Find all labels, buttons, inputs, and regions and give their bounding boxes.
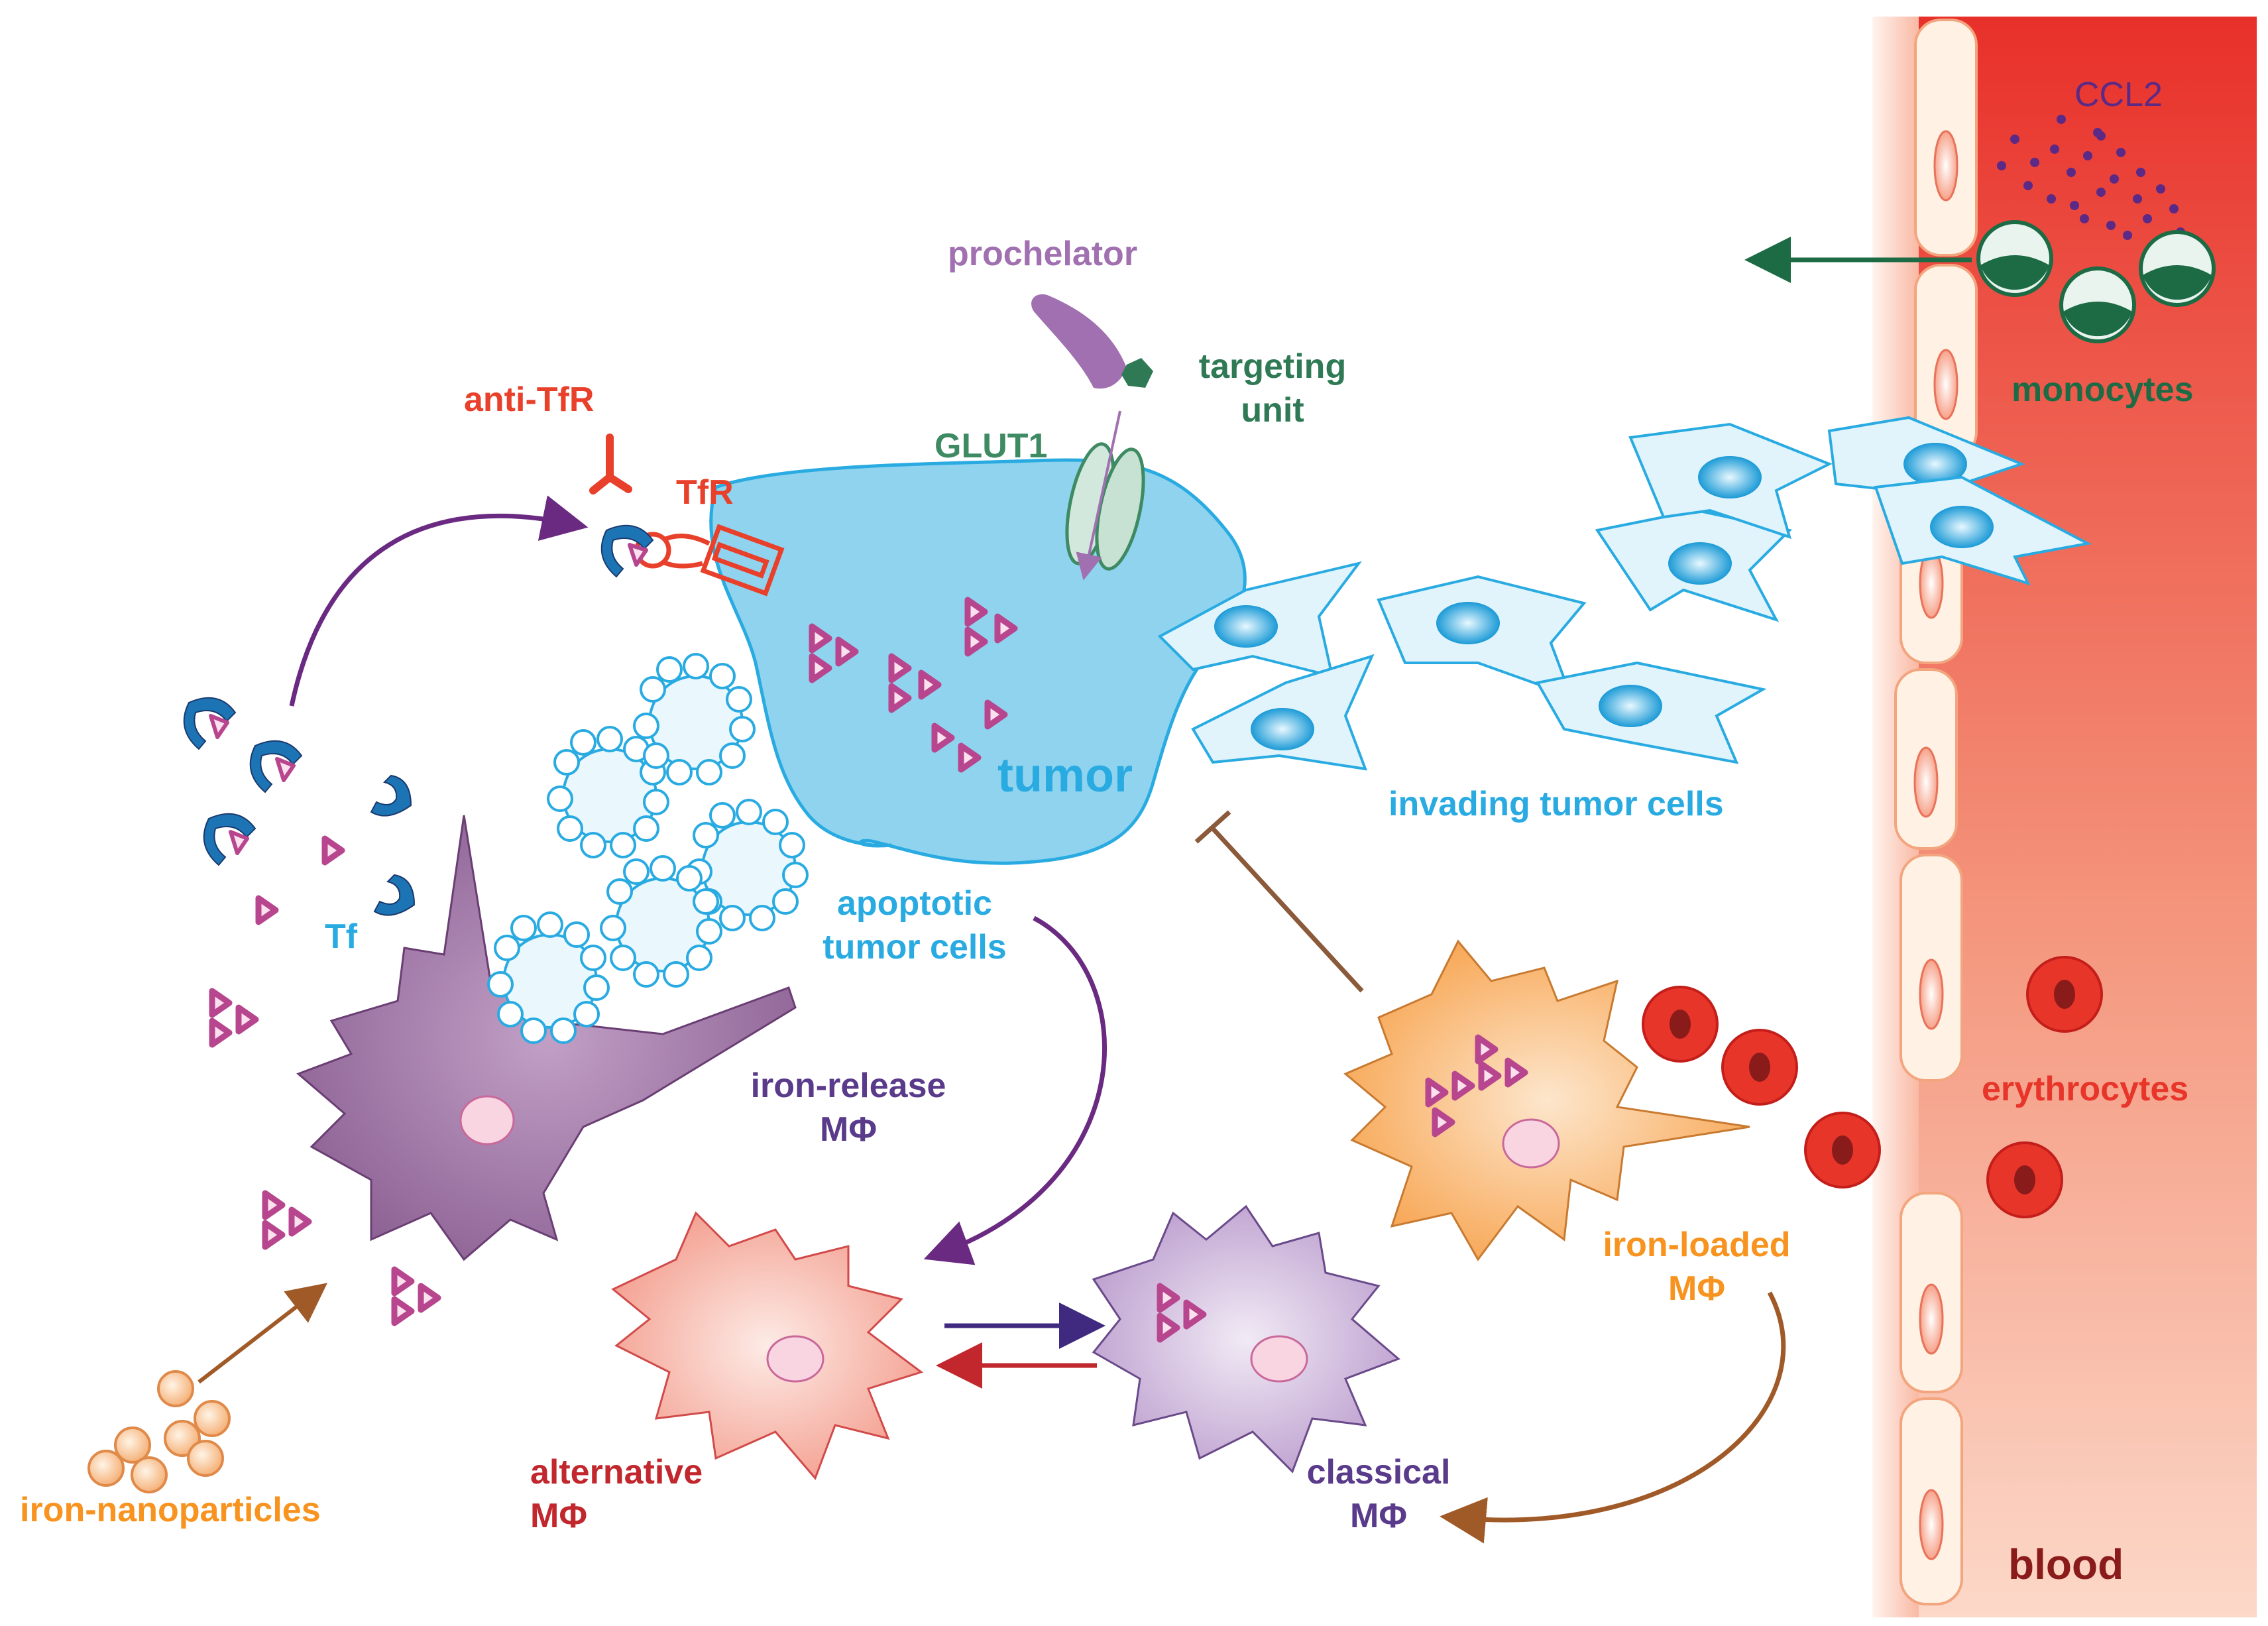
iron-loaded-label-line2: MΦ: [1668, 1269, 1725, 1308]
apo-transferrin: [370, 774, 412, 817]
alternative-nucleus: [766, 1335, 824, 1383]
iron-release-nucleus: [459, 1095, 515, 1145]
ccl2-chemokine-dots: [1997, 115, 2185, 240]
iron-loaded-label-line1: iron-loaded: [1603, 1226, 1791, 1264]
invading-tumor-cells-label: invading tumor cells: [1389, 785, 1724, 823]
alternative-label-line2: MΦ: [530, 1497, 587, 1535]
transferrin-molecules: [183, 697, 416, 916]
tfr-label: TfR: [676, 473, 734, 512]
apoptotic-cell: [686, 799, 809, 931]
classical-label-line1: classical: [1306, 1453, 1451, 1491]
tumor-cell-body: [709, 458, 1247, 865]
invading-tumor-cell: [1874, 475, 2092, 586]
invading-tumor-cell: [1377, 575, 1587, 699]
efferocytosis-arrow: [923, 915, 1107, 1265]
targeting-unit-label-line1: targeting: [1198, 347, 1347, 386]
erythrocytes-group: [1642, 956, 2103, 1218]
apoptotic-cell: [633, 653, 756, 785]
iron-loaded-to-classical-arrow: [1440, 1291, 1786, 1544]
transferrin-uptake-arrow: [289, 495, 589, 707]
apoptotic-cell: [600, 855, 722, 988]
iron-nanoparticles-group: [87, 1370, 231, 1493]
transferrin-iron-bound: [203, 813, 256, 866]
prochelator-label: prochelator: [948, 235, 1138, 273]
invading-tumor-cell: [1628, 422, 1833, 540]
iron-nanoparticles-label: iron-nanoparticles: [20, 1491, 321, 1529]
monocytes-label: monocytes: [2012, 371, 2194, 409]
invading-tumor-cell: [1191, 654, 1375, 771]
apoptotic-tumor-cells: [487, 653, 809, 1044]
transferrin-iron-bound: [183, 697, 237, 750]
erythrocyte: [1804, 1112, 1881, 1189]
iron-particles-iron-loaded: [1425, 1034, 1528, 1137]
invading-tumor-cells: [1157, 416, 2092, 771]
classical-label-line2: MΦ: [1350, 1497, 1407, 1535]
invading-tumor-cell: [1535, 661, 1767, 764]
apoptotic-label-line2: tumor cells: [822, 928, 1007, 966]
classical-nucleus: [1250, 1335, 1308, 1383]
iron-release-label-line1: iron-release: [750, 1067, 946, 1105]
transferrin-on-receptor: [600, 524, 654, 578]
apoptotic-cell: [487, 911, 610, 1044]
monocyte: [1976, 220, 2053, 297]
monocytes-cluster: [1976, 220, 2216, 343]
erythrocytes-label: erythrocytes: [1982, 1070, 2189, 1108]
iron-particles-classical: [1157, 1283, 1207, 1343]
erythrocyte: [1721, 1029, 1798, 1106]
iron-particles-free: [209, 835, 441, 1326]
transferrin-iron-bound: [249, 740, 303, 793]
inhibition-line: [1194, 810, 1364, 993]
classical-macrophage: [1092, 1204, 1400, 1474]
alternative-label-line1: alternative: [530, 1453, 703, 1491]
erythrocyte: [1642, 986, 1719, 1063]
tf-label: Tf: [325, 917, 358, 956]
alternative-macrophage: [611, 1211, 924, 1480]
iron-release-macrophage: [296, 815, 797, 1261]
apoptotic-label-line1: apoptotic: [837, 884, 992, 923]
targeting-unit-shape: [1121, 358, 1153, 388]
blood-label: blood: [2008, 1540, 2124, 1588]
apo-transferrin: [373, 874, 416, 916]
prochelator-uptake-arrow: [1076, 410, 1121, 581]
targeting-unit-label-line2: unit: [1241, 391, 1304, 430]
glut1-label: GLUT1: [935, 427, 1048, 465]
erythrocyte: [2026, 956, 2103, 1033]
iron-loaded-nucleus: [1502, 1118, 1560, 1169]
prochelator-molecule: [1031, 294, 1127, 389]
monocyte: [2059, 266, 2136, 343]
invading-tumor-cell: [1595, 508, 1793, 622]
iron-release-label-line2: MΦ: [820, 1110, 877, 1149]
anti-tfr-label: anti-TfR: [464, 380, 595, 419]
invading-tumor-cell: [1157, 561, 1362, 678]
monocyte: [2139, 230, 2216, 307]
nanoparticle-uptake-arrow: [198, 1283, 328, 1384]
tumor-label: tumor: [997, 749, 1133, 802]
iron-loaded-macrophage: [1343, 939, 1750, 1261]
endothelial-nuclei: [1913, 130, 1958, 1560]
apoptotic-cell: [547, 726, 669, 858]
erythrocyte: [1986, 1141, 2063, 1218]
iron-particles-tumor: [809, 597, 1018, 773]
anti-tfr-antibody: [589, 434, 632, 494]
ccl2-label: CCL2: [2074, 76, 2163, 114]
